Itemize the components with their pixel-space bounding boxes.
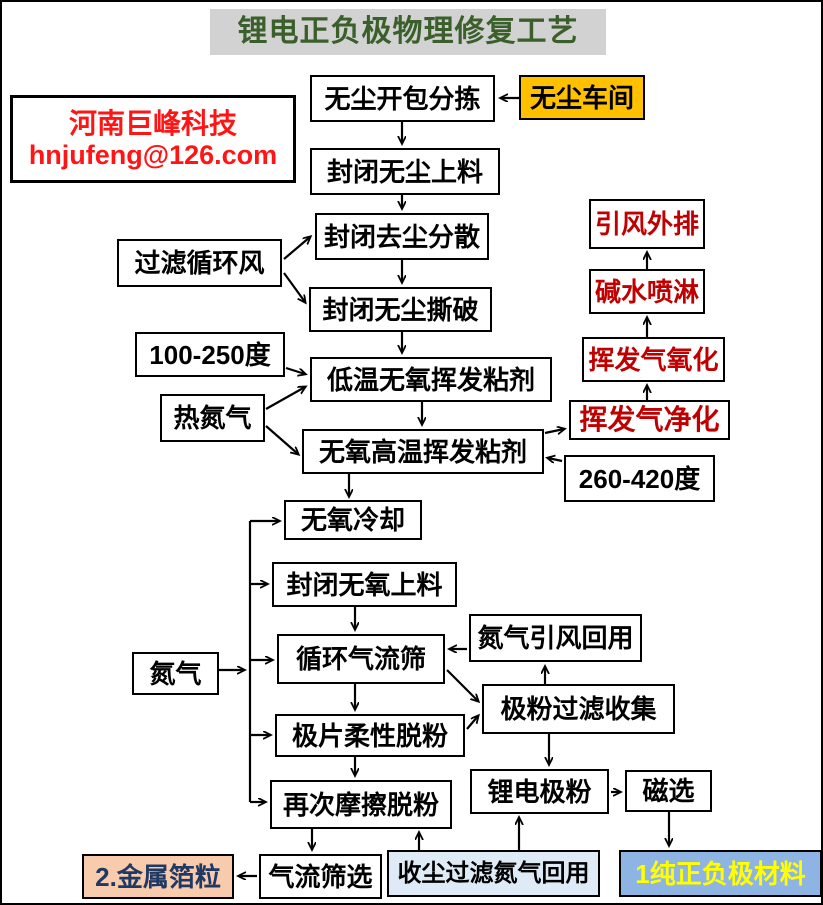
node-dust-filter-nitrogen-reuse: 收尘过滤氮气回用 (387, 850, 600, 897)
node-filter-circulating-air: 过滤循环风 (117, 239, 282, 287)
node-hot-nitrogen: 热氮气 (160, 394, 265, 442)
node-powder-filter-collect: 极粉过滤收集 (482, 684, 675, 734)
node-air-flow-screening: 气流筛选 (259, 854, 382, 899)
node-circulating-air-sieve: 循环气流筛 (277, 634, 445, 684)
node-second-friction-depowder: 再次摩擦脱粉 (270, 780, 452, 829)
node-metal-foil-particles: 2.金属箔粒 (82, 854, 234, 899)
node-temp-range-low: 100-250度 (135, 332, 285, 377)
node-temp-range-high: 260-420度 (564, 455, 715, 502)
node-volatile-gas-purification: 挥发气净化 (569, 400, 730, 440)
company-name: 河南巨峰科技 (68, 107, 237, 139)
node-clean-unpack: 无尘开包分拣 (310, 75, 495, 122)
node-high-temp-volatilize-binder: 无氧高温挥发粘剂 (302, 429, 544, 474)
node-sealed-dust-disperse: 封闭去尘分散 (315, 213, 489, 260)
page-title: 锂电正负极物理修复工艺 (210, 9, 606, 55)
node-clean-workshop: 无尘车间 (519, 75, 645, 120)
node-sealed-anaerobic-feed: 封闭无氧上料 (272, 562, 457, 607)
node-magnetic-separation: 磁选 (625, 770, 712, 812)
node-nitrogen-draft-reuse: 氮气引风回用 (469, 614, 642, 662)
contact-email: hnjufeng@126.com (28, 139, 278, 170)
node-alkali-water-spray: 碱水喷淋 (589, 269, 705, 314)
node-nitrogen: 氮气 (132, 652, 219, 695)
node-induced-draft-exhaust: 引风外排 (589, 199, 705, 249)
contact-card: 河南巨峰科技 hnjufeng@126.com (10, 95, 296, 183)
node-lithium-electrode-powder: 锂电极粉 (470, 769, 609, 814)
node-electrode-flexible-depowder: 极片柔性脱粉 (275, 714, 465, 757)
node-sealed-dustfree-tear: 封闭无尘撕破 (309, 287, 492, 332)
node-pure-electrode-material: 1纯正负极材料 (619, 850, 821, 897)
node-sealed-dustfree-feed: 封闭无尘上料 (310, 148, 500, 195)
node-anaerobic-cooling: 无氧冷却 (284, 500, 422, 540)
node-volatile-gas-oxidation: 挥发气氧化 (582, 337, 725, 382)
node-low-temp-volatilize-binder: 低温无氧挥发粘剂 (310, 357, 552, 402)
